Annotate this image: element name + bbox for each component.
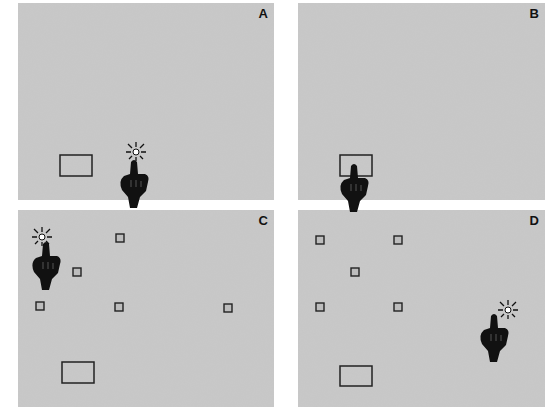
figure-panel: C: [18, 210, 274, 407]
figure-panel: D: [298, 210, 545, 407]
panel-letter: C: [259, 214, 268, 227]
targets: [60, 155, 372, 386]
start-box: [60, 155, 92, 176]
panel-ground: [298, 210, 545, 407]
panel-letter: D: [530, 214, 539, 227]
panel-ground: [18, 3, 274, 200]
panel-letter: B: [530, 7, 539, 20]
hand-pointer: [32, 242, 60, 290]
flash-symbol: [126, 142, 146, 161]
panel-ground: [298, 3, 545, 200]
hand-pointer: [120, 160, 148, 208]
hand-pointer: [340, 164, 368, 212]
figure-panel: A: [18, 3, 274, 200]
panel-ground: [18, 210, 274, 407]
flash-symbol: [498, 300, 518, 319]
hands: [32, 142, 518, 362]
start-box: [340, 366, 372, 386]
flash-symbol: [32, 227, 52, 246]
start-box: [62, 362, 94, 383]
target-squares: [36, 234, 402, 312]
panel-grounds: [18, 3, 545, 407]
hand-pointer: [480, 314, 508, 362]
figure-panel: B: [298, 3, 545, 200]
panel-letter: A: [259, 7, 268, 20]
